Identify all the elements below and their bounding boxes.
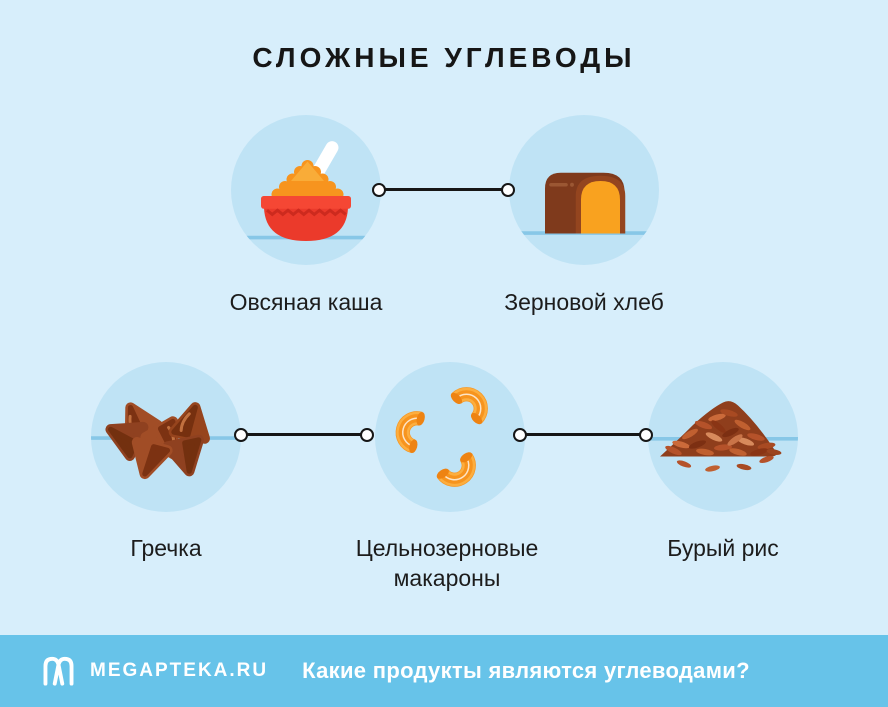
connector-pasta-rice <box>513 427 653 442</box>
connector-buckwheat-pasta <box>234 427 374 442</box>
bread-label: Зерновой хлеб <box>504 289 664 315</box>
buckwheat-label: Гречка <box>130 535 202 561</box>
pasta-label: Цельнозерновые макароны <box>355 535 539 591</box>
connector-endpoint-icon <box>360 427 374 442</box>
connector-endpoint-icon <box>513 427 527 442</box>
connector-endpoint-icon <box>501 182 515 197</box>
pasta-bubble <box>375 362 525 512</box>
macaroni-pasta-icon <box>395 387 488 487</box>
connector-endpoint-icon <box>234 427 248 442</box>
oatmeal-bowl-icon <box>237 141 375 241</box>
oatmeal-label: Овсяная каша <box>229 289 383 315</box>
page-title: СЛОЖНЫЕ УГЛЕВОДЫ <box>252 42 636 73</box>
footer-bar: MEGAPTEKA.RU Какие продукты являются угл… <box>0 635 888 707</box>
brown-rice-pile-icon <box>648 401 798 472</box>
megapteka-logo-icon <box>43 656 74 686</box>
rice-bubble <box>648 362 798 512</box>
rice-label: Бурый рис <box>667 535 779 561</box>
footer-question: Какие продукты являются углеводами? <box>302 658 750 683</box>
buckwheat-bubble <box>91 362 241 512</box>
connector-endpoint-icon <box>372 182 386 197</box>
buckwheat-grains-icon <box>91 402 241 480</box>
bread-bubble <box>509 115 659 265</box>
footer-brand: MEGAPTEKA.RU <box>90 660 269 681</box>
connector-oatmeal-bread <box>372 182 515 197</box>
oatmeal-bubble <box>231 115 381 265</box>
grain-bread-icon <box>515 172 653 235</box>
connector-endpoint-icon <box>639 427 653 442</box>
